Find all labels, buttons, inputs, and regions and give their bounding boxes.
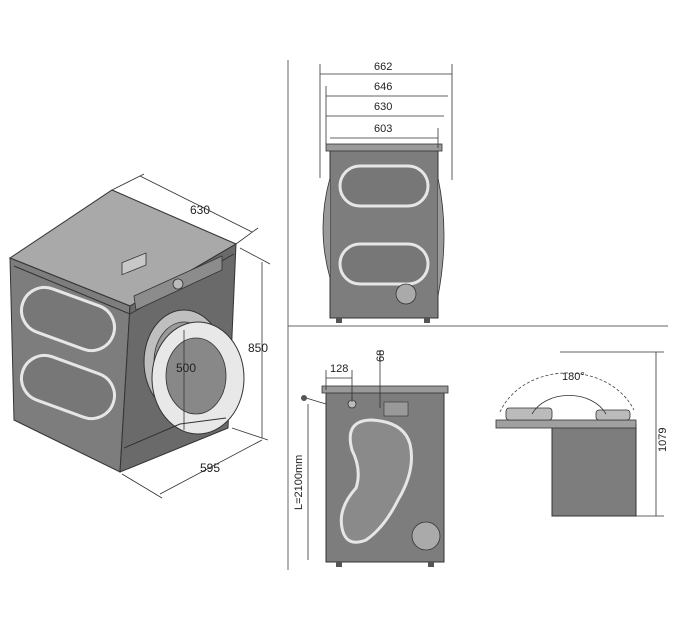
iso-base-detail — [123, 417, 227, 449]
side-back-panel — [437, 177, 445, 297]
iso-drawer — [121, 252, 147, 276]
label-iso-width: 595 — [200, 461, 220, 475]
side-door-bulge — [322, 177, 331, 279]
side-recess-lower — [338, 242, 430, 286]
label-iso-door: 500 — [176, 361, 196, 375]
back-round-vent — [411, 521, 441, 551]
label-iso-height: 850 — [248, 341, 268, 355]
iso-open-door-glass — [165, 337, 227, 415]
label-cord-length: L=2100mm — [293, 455, 305, 510]
back-vent-slots — [383, 401, 409, 417]
iso-side-recess-lower — [20, 353, 116, 421]
door-angle-arc — [531, 394, 607, 415]
dim-line-iso-width — [159, 439, 263, 495]
side-foot-left — [336, 318, 342, 323]
lid-view-top — [495, 419, 637, 429]
label-630: 630 — [374, 101, 392, 113]
lid-view-door — [505, 407, 553, 421]
label-662: 662 — [374, 61, 392, 73]
back-duct — [339, 418, 413, 544]
label-128: 128 — [330, 363, 348, 375]
label-646: 646 — [374, 81, 392, 93]
back-top-cover — [321, 385, 449, 394]
side-top-cover — [325, 143, 443, 152]
lid-view-door-right — [595, 409, 631, 421]
dim-tick-iso-depth-b — [235, 227, 259, 245]
back-foot-left — [336, 562, 342, 567]
power-cord — [305, 397, 327, 405]
dim-tick-iso-depth-a — [111, 173, 145, 191]
open-door-view: 180° 1079 — [495, 351, 669, 517]
iso-side-recess-upper — [20, 285, 116, 353]
side-recess-upper — [338, 164, 430, 208]
back-foot-right — [428, 562, 434, 567]
side-vent — [395, 283, 417, 305]
label-door-angle: 180° — [562, 371, 585, 383]
label-603: 603 — [374, 123, 392, 135]
isometric-view: 630 850 595 500 — [8, 173, 271, 499]
iso-control-knob — [172, 278, 184, 290]
side-foot-right — [424, 318, 430, 323]
lid-view-body — [551, 423, 637, 517]
dim-tick-iso-height-bottom — [231, 427, 269, 441]
back-view: 128 68 L=2100mm — [293, 350, 449, 567]
dim-tick-iso-width-left — [121, 473, 163, 499]
label-68: 68 — [375, 350, 387, 362]
label-iso-depth: 630 — [190, 203, 210, 217]
dim-tick-iso-height-top — [239, 247, 271, 265]
side-view: 662 646 630 603 — [319, 61, 453, 323]
dim-line-iso-depth — [139, 175, 253, 233]
label-door-open-height: 1079 — [657, 428, 669, 452]
door-swing-arc — [499, 372, 635, 413]
plug-icon — [301, 395, 307, 401]
